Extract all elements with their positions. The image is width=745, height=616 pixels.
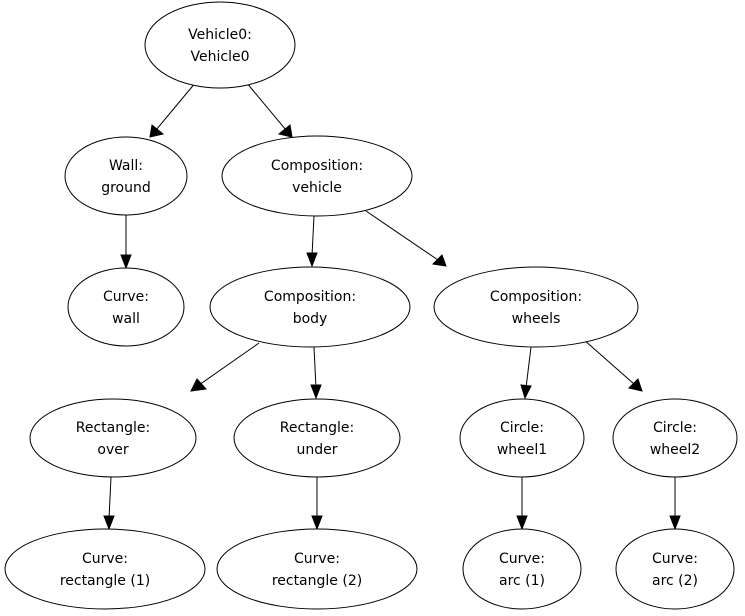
node-label-line1: Curve: (652, 551, 698, 567)
node-shape-ellipse[interactable] (612, 398, 738, 478)
node-label-line2: vehicle (292, 180, 342, 196)
node-label-line2: under (296, 442, 337, 458)
node-shape-ellipse[interactable] (4, 528, 206, 610)
node-shape-ellipse[interactable] (221, 135, 413, 217)
edge-circle_wheel1-to-curve_arc_1 (516, 477, 528, 531)
edge-line (313, 346, 317, 389)
edge-vehicle0-to-wall_ground (149, 81, 197, 138)
edge-vehicle0-to-composition_vehicle (245, 81, 293, 138)
node-label-line2: rectangle (2) (272, 573, 362, 589)
node-label-line1: Rectangle: (280, 420, 354, 436)
edge-composition_wheels-to-circle_wheel2 (582, 338, 643, 392)
node-label-line1: Vehicle0: (188, 27, 252, 43)
edge-composition_body-to-rectangle_under (310, 346, 322, 400)
node-label-line1: Circle: (500, 420, 544, 436)
edge-arrowhead (306, 252, 318, 268)
edge-arrowhead (310, 384, 322, 400)
edge-line (582, 338, 635, 385)
node-curve_wall[interactable]: Curve: wall (67, 267, 185, 347)
node-circle_wheel1[interactable]: Circle: wheel1 (459, 398, 585, 478)
edge-line (311, 215, 315, 257)
node-composition_wheels[interactable]: Composition: wheels (433, 266, 639, 348)
edge-line (198, 342, 260, 386)
edge-arrowhead (311, 515, 323, 531)
node-label-line2: Vehicle0 (191, 49, 250, 65)
nodes-layer: Vehicle0:Vehicle0Wall:groundComposition:… (4, 1, 738, 610)
node-label-line1: Curve: (82, 551, 128, 567)
edge-composition_body-to-rectangle_over (190, 342, 260, 392)
node-shape-ellipse[interactable] (64, 136, 188, 216)
edge-line (365, 210, 439, 261)
node-curve_arc_2[interactable]: Curve: arc (2) (615, 528, 735, 610)
node-label-line2: arc (1) (499, 573, 545, 589)
edge-line (108, 476, 112, 520)
node-shape-ellipse[interactable] (462, 528, 582, 610)
node-label-line2: over (97, 442, 128, 458)
node-label-line2: wheel1 (497, 442, 547, 458)
edge-composition_wheels-to-circle_wheel1 (520, 346, 532, 400)
node-label-line1: Curve: (499, 551, 545, 567)
edge-arrowhead (431, 254, 447, 267)
node-shape-ellipse[interactable] (216, 528, 418, 610)
node-curve_arc_1[interactable]: Curve: arc (1) (462, 528, 582, 610)
edge-line (155, 81, 197, 131)
node-circle_wheel2[interactable]: Circle: wheel2 (612, 398, 738, 478)
edge-circle_wheel2-to-curve_arc_2 (669, 477, 681, 531)
edge-line (525, 346, 532, 389)
node-shape-ellipse[interactable] (67, 267, 185, 347)
node-wall_ground[interactable]: Wall: ground (64, 136, 188, 216)
node-label-line1: Composition: (490, 289, 582, 305)
node-rectangle_under[interactable]: Rectangle: under (233, 398, 401, 478)
node-shape-ellipse[interactable] (459, 398, 585, 478)
edge-rectangle_over-to-curve_rectangle_1 (103, 476, 115, 531)
edge-arrowhead (669, 515, 681, 531)
edge-arrowhead (277, 124, 293, 138)
node-label-line2: wall (112, 311, 140, 327)
node-composition_body[interactable]: Composition: body (209, 266, 411, 348)
node-label-line2: wheels (512, 311, 561, 327)
node-label-line1: Curve: (103, 289, 149, 305)
node-composition_vehicle[interactable]: Composition: vehicle (221, 135, 413, 217)
node-label-line2: body (293, 311, 328, 327)
node-shape-ellipse[interactable] (433, 266, 639, 348)
node-shape-ellipse[interactable] (144, 1, 296, 89)
node-label-line2: rectangle (1) (60, 573, 150, 589)
node-label-line1: Wall: (109, 158, 143, 174)
edge-arrowhead (628, 378, 643, 392)
edge-arrowhead (149, 124, 165, 138)
node-shape-ellipse[interactable] (29, 398, 197, 478)
node-label-line1: Curve: (294, 551, 340, 567)
node-label-line1: Circle: (653, 420, 697, 436)
edge-arrowhead (120, 254, 132, 270)
edge-wall_ground-to-curve_wall (120, 215, 132, 270)
edge-composition_vehicle-to-composition_body (306, 215, 318, 268)
node-rectangle_over[interactable]: Rectangle: over (29, 398, 197, 478)
node-label-line1: Rectangle: (76, 420, 150, 436)
node-curve_rectangle_1[interactable]: Curve: rectangle (1) (4, 528, 206, 610)
node-vehicle0[interactable]: Vehicle0: Vehicle0 (144, 1, 296, 89)
edge-line (245, 81, 287, 131)
edge-arrowhead (520, 384, 532, 400)
node-label-line2: arc (2) (652, 573, 698, 589)
edges-layer (103, 81, 681, 531)
node-label-line2: wheel2 (650, 442, 700, 458)
edge-arrowhead (103, 515, 115, 531)
node-label-line2: ground (101, 180, 151, 196)
edge-rectangle_under-to-curve_rectangle_2 (311, 477, 323, 531)
node-curve_rectangle_2[interactable]: Curve: rectangle (2) (216, 528, 418, 610)
node-shape-ellipse[interactable] (233, 398, 401, 478)
node-shape-ellipse[interactable] (615, 528, 735, 610)
node-shape-ellipse[interactable] (209, 266, 411, 348)
node-label-line1: Composition: (264, 289, 356, 305)
edge-arrowhead (516, 515, 528, 531)
edge-arrowhead (190, 378, 208, 392)
node-label-line1: Composition: (271, 158, 363, 174)
edge-composition_vehicle-to-composition_wheels (365, 210, 447, 267)
